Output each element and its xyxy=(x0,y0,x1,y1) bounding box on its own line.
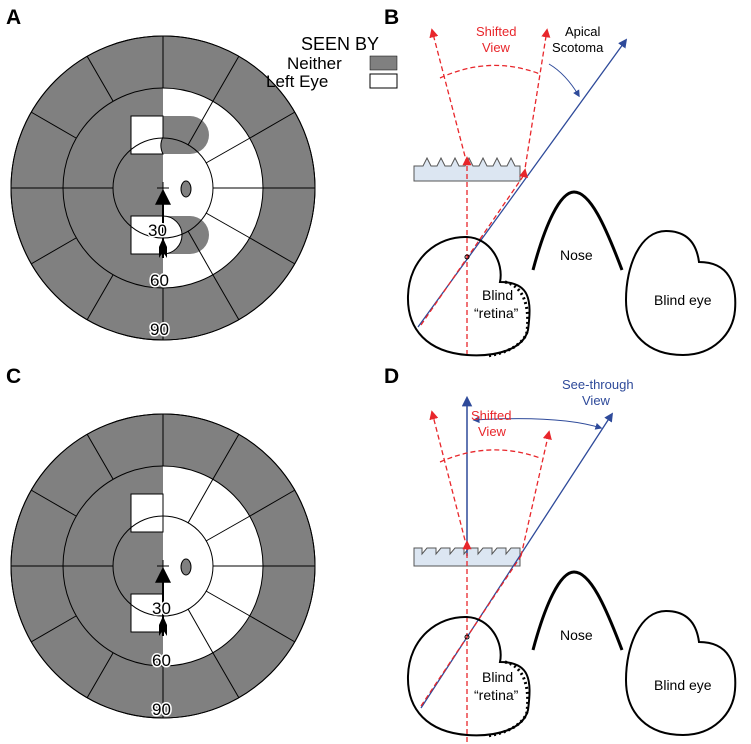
legend-title: SEEN BY xyxy=(301,34,379,54)
panel-label-a: A xyxy=(6,6,21,29)
visual-field-a xyxy=(10,35,316,341)
ecc-label-60-a: 60 xyxy=(150,271,169,290)
apical-label-b-1: Apical xyxy=(565,24,601,39)
see-through-label-d-1: See-through xyxy=(562,377,634,392)
ray-diagram-b xyxy=(406,28,737,358)
legend: SEEN BY Neither Left Eye xyxy=(266,34,398,91)
shifted-label-b-1: Shifted xyxy=(476,24,516,39)
apical-label-b-2: Scotoma xyxy=(552,40,604,55)
see-through-label-d-2: View xyxy=(582,393,611,408)
ecc-label-30-a: 30 xyxy=(148,221,167,240)
ecc-label-60-c: 60 xyxy=(152,651,171,670)
ray-diagram-d xyxy=(406,395,737,742)
panel-label-b: B xyxy=(384,6,399,29)
nose-d xyxy=(531,570,624,651)
nose-label-d: Nose xyxy=(560,627,593,643)
blind-retina-label-b-2: “retina” xyxy=(474,305,519,321)
blind-retina-label-d-2: “retina” xyxy=(474,687,519,703)
ecc-label-90-c: 90 xyxy=(152,700,171,719)
shifted-label-d-1: Shifted xyxy=(471,408,511,423)
blind-retina-label-b-1: Blind xyxy=(482,287,513,303)
legend-label-left-eye: Left Eye xyxy=(266,72,328,91)
ecc-label-90-a: 90 xyxy=(150,320,169,339)
blind-eye-label-d: Blind eye xyxy=(654,677,712,693)
shifted-label-b-2: View xyxy=(482,40,511,55)
blind-eye-label-b: Blind eye xyxy=(654,292,712,308)
legend-swatch-neither xyxy=(369,55,398,71)
blind-eye-b xyxy=(624,229,737,357)
blind-retina-label-d-1: Blind xyxy=(482,669,513,685)
blind-eye-d xyxy=(624,609,737,737)
shifted-label-d-2: View xyxy=(478,424,507,439)
ecc-label-30-c: 30 xyxy=(152,599,171,618)
legend-label-neither: Neither xyxy=(287,54,342,73)
nose-label-b: Nose xyxy=(560,247,593,263)
legend-swatch-left-eye xyxy=(369,73,398,89)
nose-b xyxy=(531,190,624,271)
panel-label-d: D xyxy=(384,365,399,388)
visual-field-c xyxy=(10,413,316,719)
panel-label-c: C xyxy=(6,365,21,388)
